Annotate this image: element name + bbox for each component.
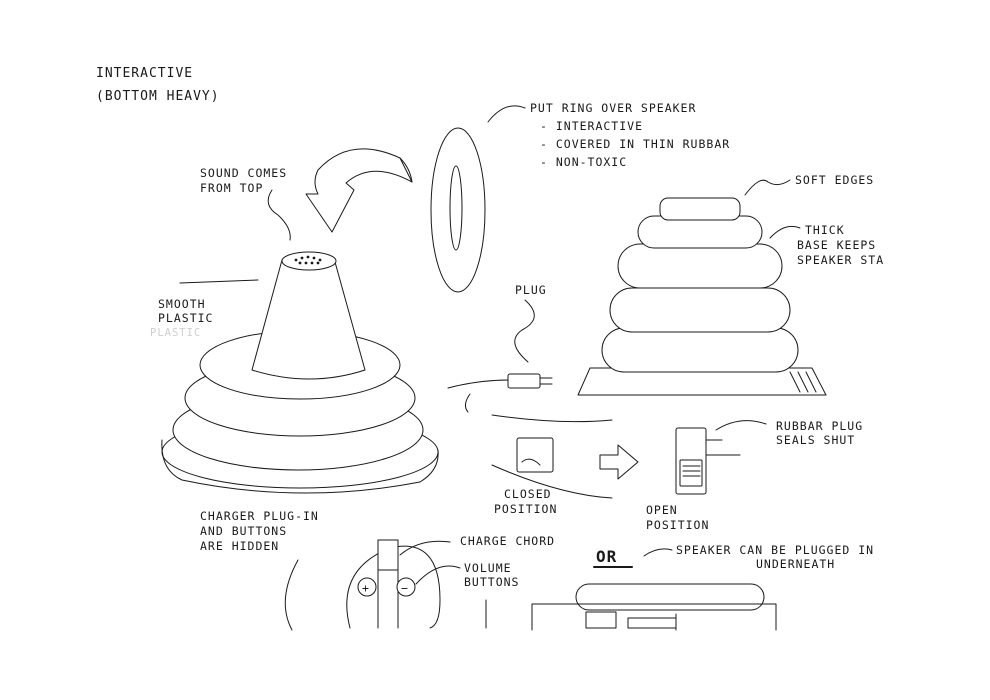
subtitle-text: (BOTTOM HEAVY) [96,89,220,104]
base-dock-sketch [532,584,776,630]
rubbar-label-line1: RUBBAR PLUG [776,419,863,433]
open-label-line1: OPEN [646,503,678,517]
volume-label-line1: VOLUME [464,561,512,575]
charge-chord-label: CHARGE CHORD [460,534,555,548]
open-label-line2: POSITION [646,518,709,532]
stacked-speaker-sketch [578,198,826,395]
closed-position-icon [517,438,553,472]
smooth-label-line2: PLASTIC [158,311,213,325]
sound-label-line1: SOUND COMES [200,166,287,180]
sound-label-line2: FROM TOP [200,181,263,195]
charger-label-line2: AND BUTTONS [200,524,287,538]
volume-label-line2: BUTTONS [464,575,519,589]
right-arrow-icon [600,445,638,479]
curved-arrow-icon [306,149,412,232]
volume-plus-button[interactable]: + [358,578,376,596]
ring-label-line2: - INTERACTIVE [540,119,643,133]
soft-edges-label: SOFT EDGES [795,173,874,187]
speaker-cone-sketch [162,252,438,493]
closed-label-line2: POSITION [494,502,557,516]
charger-label-line3: ARE HIDDEN [200,539,279,553]
plug-icon [448,374,552,412]
plus-glyph: + [362,581,370,595]
rubbar-label-line2: SEALS SHUT [776,433,855,447]
plugin-label-line2: UNDERNEATH [756,557,835,571]
volume-minus-button[interactable]: − [397,578,415,596]
thick-label-line3: SPEAKER STA [797,253,884,267]
charger-label-line1: CHARGER PLUG-IN [200,509,319,523]
thick-label-line1: THICK [805,223,845,237]
closed-label-line1: CLOSED [504,487,552,501]
ring-label-line1: PUT RING OVER SPEAKER [530,101,696,115]
plugin-label-line1: SPEAKER CAN BE PLUGGED IN [676,543,874,557]
plug-label: PLUG [515,283,547,297]
smooth-label-ghost: PLASTIC [150,327,201,339]
smooth-label-line1: SMOOTH [158,297,206,311]
ring-label-line3: - COVERED IN THIN RUBBAR [540,137,730,151]
or-label: OR [596,547,617,566]
ring-sketch [431,128,485,292]
thick-label-line2: BASE KEEPS [797,238,876,252]
ring-label-line4: - NON-TOXIC [540,155,627,169]
minus-glyph: − [401,581,409,595]
title-text: INTERACTIVE [96,66,193,81]
open-position-icon [676,428,740,494]
